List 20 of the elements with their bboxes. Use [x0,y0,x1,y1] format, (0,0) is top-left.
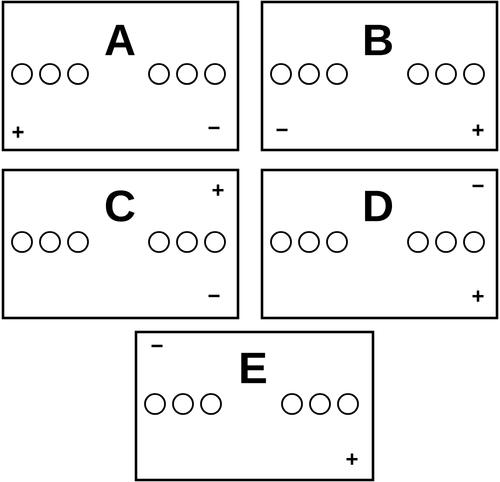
battery-label: C [106,190,135,222]
battery-box [2,0,240,152]
terminal-sign: − [152,344,163,348]
terminal-sign: − [472,184,484,188]
battery-box [260,168,498,320]
terminal-sign: + [472,124,484,136]
terminal-sign: + [346,454,358,465]
battery-box [134,330,374,482]
terminal-sign: + [12,126,24,138]
terminal-sign: − [208,126,220,130]
battery-label: B [365,24,392,56]
battery-label: D [365,190,392,222]
terminal-sign: + [212,184,224,196]
battery-box [260,0,498,152]
battery-label: A [105,24,135,56]
terminal-sign: + [472,290,484,302]
terminal-sign: − [208,294,220,298]
battery-box [2,168,240,320]
terminal-sign: − [276,128,288,132]
battery-label: E [241,352,266,384]
